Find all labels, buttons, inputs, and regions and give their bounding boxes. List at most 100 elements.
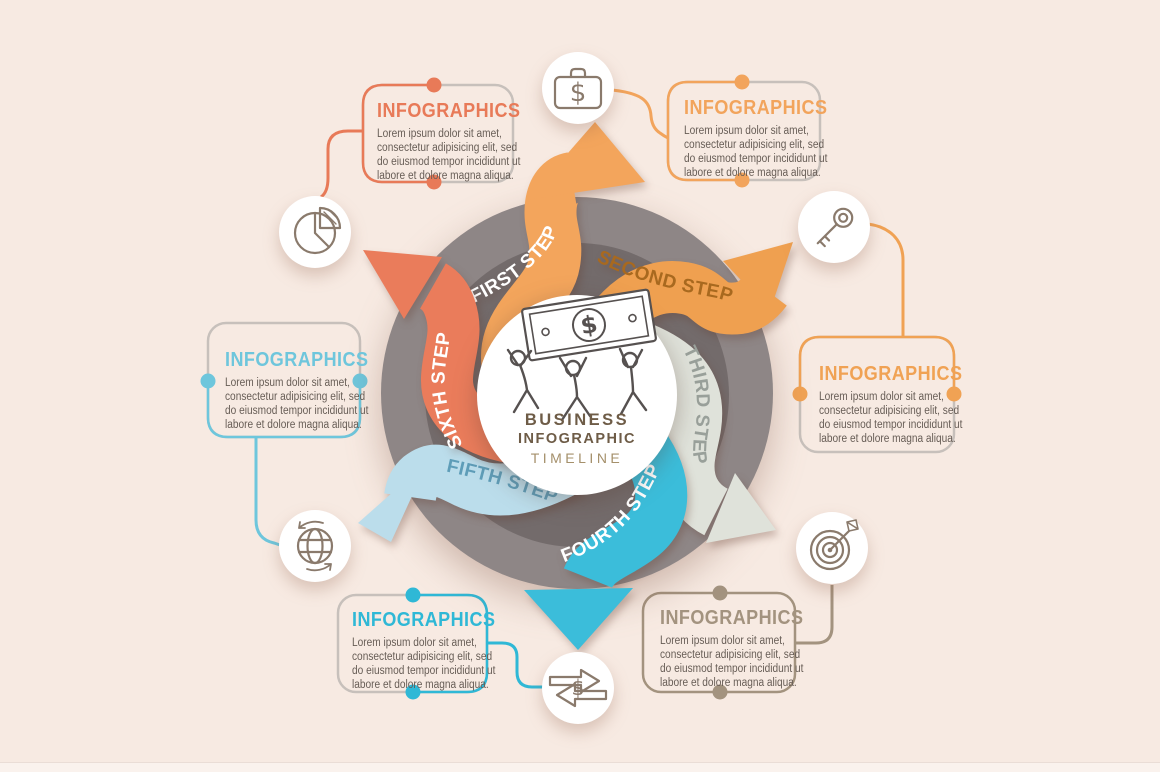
ribbon-arrowhead (706, 473, 776, 543)
body-line: consectetur adipisicing elit, sed (225, 391, 366, 403)
infographics-card-bottom-left: INFOGRAPHICS Lorem ipsum dolor sit amet,… (338, 595, 496, 692)
body-line: labore et dolore magna aliqua. (377, 170, 514, 182)
target-arrow-icon (809, 519, 859, 571)
banknote-dollar: $ (579, 310, 600, 340)
banknote-dot (541, 327, 550, 337)
connector-dot (792, 386, 808, 402)
body-line: do eiusmod tempor incididunt ut (225, 405, 369, 417)
card-body: Lorem ipsum dolor sit amet, consectetur … (660, 634, 804, 690)
infographics-card-right: INFOGRAPHICS Lorem ipsum dolor sit amet,… (800, 337, 963, 452)
card-body: Lorem ipsum dolor sit amet, consectetur … (819, 390, 963, 446)
body-line: consectetur adipisicing elit, sed (660, 649, 801, 661)
card-connector-layer (200, 74, 962, 700)
body-line: consectetur adipisicing elit, sed (352, 651, 493, 663)
body-line: labore et dolore magna aliqua. (684, 167, 821, 179)
briefcase-dollar-glyph: $ (570, 78, 587, 108)
infographics-card-bottom-right: INFOGRAPHICS Lorem ipsum dolor sit amet,… (643, 593, 804, 692)
connector-dots (200, 74, 962, 700)
card-body: Lorem ipsum dolor sit amet, consectetur … (377, 127, 521, 183)
ribbon-fifth-step: FIFTH STEP (358, 444, 583, 542)
banknote: $ (521, 288, 657, 362)
card-body: Lorem ipsum dolor sit amet, consectetur … (225, 376, 369, 432)
ribbon-body (563, 428, 688, 590)
card-accent-border (206, 381, 362, 439)
infographics-card-top-left: INFOGRAPHICS Lorem ipsum dolor sit amet,… (363, 85, 521, 183)
infographics-card-left: INFOGRAPHICS Lorem ipsum dolor sit amet,… (208, 323, 369, 437)
icon-circle-exchange (542, 652, 614, 724)
ribbon-body (631, 323, 729, 536)
connector-line-briefcase (611, 88, 669, 140)
card-title: INFOGRAPHICS (819, 363, 963, 385)
connector-dot (405, 684, 421, 700)
body-line: consectetur adipisicing elit, sed (819, 405, 960, 417)
card-accent-border (361, 83, 434, 184)
connector-dot (734, 74, 750, 90)
ribbon-third-step: THIRD STEP (631, 323, 776, 543)
card-title: INFOGRAPHICS (684, 97, 828, 119)
infographics-card-top-right: INFOGRAPHICS Lorem ipsum dolor sit amet,… (668, 82, 828, 180)
connector-line-pie (320, 129, 363, 199)
card-accent-border (666, 80, 742, 182)
ribbon-sixth-step: SIXTH STEP (363, 250, 521, 464)
connector-dot (734, 172, 750, 188)
body-line: Lorem ipsum dolor sit amet, (352, 637, 477, 649)
body-line: labore et dolore magna aliqua. (819, 433, 956, 445)
center-title-infographic: INFOGRAPHIC (518, 431, 636, 447)
icon-circle-globe (279, 510, 351, 582)
body-line: do eiusmod tempor incididunt ut (660, 663, 804, 675)
body-line: Lorem ipsum dolor sit amet, (377, 128, 502, 140)
connector-dot (946, 386, 962, 402)
center-title-timeline: TIMELINE (530, 450, 624, 466)
key-icon (816, 207, 854, 248)
ribbon-arrowhead (723, 242, 793, 311)
card-title: INFOGRAPHICS (352, 609, 496, 631)
banknote-inner-border (528, 295, 650, 355)
body-line: consectetur adipisicing elit, sed (684, 139, 825, 151)
body-line: do eiusmod tempor incididunt ut (819, 419, 963, 431)
card-title: INFOGRAPHICS (377, 100, 521, 122)
exchange-dollar-glyph: $ (571, 676, 584, 700)
connector-line-target (795, 585, 834, 645)
body-line: Lorem ipsum dolor sit amet, (660, 635, 785, 647)
connector-line-key (867, 222, 905, 337)
body-line: do eiusmod tempor incididunt ut (352, 665, 496, 677)
card-body: Lorem ipsum dolor sit amet, consectetur … (684, 124, 828, 180)
ribbon-arrowhead (358, 461, 428, 542)
ribbon-arrowhead (524, 588, 633, 650)
card-body: Lorem ipsum dolor sit amet, consectetur … (352, 636, 496, 692)
body-line: do eiusmod tempor incididunt ut (684, 153, 828, 165)
body-line: Lorem ipsum dolor sit amet, (225, 377, 350, 389)
money-exchange-icon: $ (548, 668, 608, 708)
banknote-seal (572, 308, 606, 342)
people-carrying-money-illustration: $ (506, 288, 657, 422)
person-middle (558, 356, 592, 422)
connector-dot (200, 373, 216, 389)
icon-circle-briefcase (542, 52, 614, 124)
person-right (618, 347, 648, 416)
connector-dot (712, 684, 728, 700)
ribbon-body (419, 263, 521, 464)
card-title: INFOGRAPHICS (660, 607, 804, 629)
card-title: INFOGRAPHICS (225, 349, 369, 371)
body-line: consectetur adipisicing elit, sed (377, 142, 518, 154)
body-line: labore et dolore magna aliqua. (352, 679, 489, 691)
card-accent-border (798, 335, 956, 394)
body-line: Lorem ipsum dolor sit amet, (684, 125, 809, 137)
ribbon-arrowhead (363, 250, 442, 319)
connector-dot (426, 77, 442, 93)
connector-dot (405, 587, 421, 603)
banknote-dot (628, 313, 637, 323)
person-left (506, 348, 540, 414)
pie-chart-icon (293, 206, 342, 255)
connector-dot (426, 174, 442, 190)
briefcase-dollar-icon: $ (553, 67, 603, 110)
banknote-outline (521, 288, 657, 362)
connector-dot (712, 585, 728, 601)
body-line: Lorem ipsum dolor sit amet, (819, 391, 944, 403)
ribbon-arrowhead (527, 122, 645, 200)
footer-strip (0, 762, 1160, 772)
connector-dot (352, 373, 368, 389)
body-line: do eiusmod tempor incididunt ut (377, 156, 521, 168)
